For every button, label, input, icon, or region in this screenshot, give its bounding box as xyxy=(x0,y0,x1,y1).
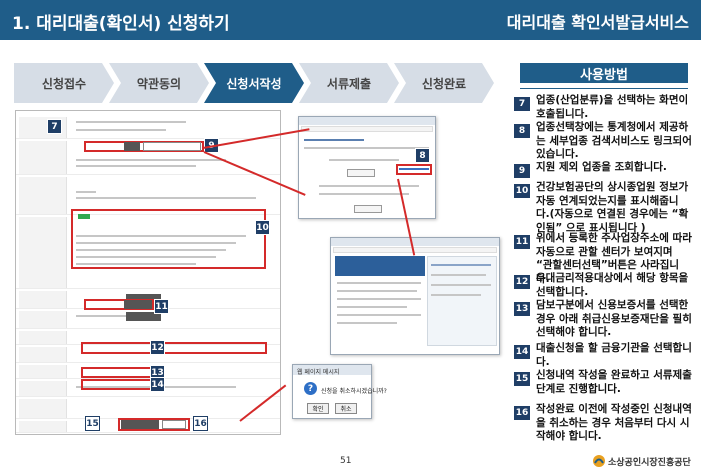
collateral-highlight xyxy=(81,367,161,378)
submit-buttons-highlight xyxy=(118,418,190,431)
usage-item-text: 우대금리적용대상에서 해당 항목을 선택합니다. xyxy=(536,272,689,298)
employee-info-highlight xyxy=(71,209,266,269)
usage-item-number: 16 xyxy=(514,406,530,420)
org-logo-icon xyxy=(593,455,605,467)
application-form-screenshot xyxy=(15,110,281,435)
marker-16: 16 xyxy=(193,416,208,431)
usage-item-number: 11 xyxy=(514,235,530,249)
usage-item-number: 7 xyxy=(514,97,530,111)
usage-item-text: 지원 제외 업종을 조회합니다. xyxy=(536,161,667,173)
stats-service-link[interactable] xyxy=(399,168,429,170)
usage-item-text: 업종선택창에는 통계청에서 제공하는 세부업종 검색서비스도 링크되어 있습니다… xyxy=(536,121,692,160)
usage-item-number: 14 xyxy=(514,345,530,359)
cancel-application-button[interactable] xyxy=(162,420,186,429)
industry-popup-close-button[interactable] xyxy=(354,205,382,213)
dialog-cancel-button[interactable]: 취소 xyxy=(335,403,357,414)
step-documents: 서류제출 xyxy=(299,63,399,103)
usage-item-number: 13 xyxy=(514,302,530,316)
usage-item-text: 업종(산업분류)을 선택하는 화면이 호출됩니다. xyxy=(536,94,689,120)
step-apply: 신청접수 xyxy=(14,63,114,103)
step-complete: 신청완료 xyxy=(394,63,494,103)
marker-10: 10 xyxy=(255,220,270,235)
marker-12: 12 xyxy=(150,340,165,355)
question-icon: ? xyxy=(304,382,317,395)
service-title: 대리대출 확인서발급서비스 xyxy=(506,13,689,32)
org-logo: 소상공인시장진흥공단 xyxy=(592,453,692,469)
bank-select-highlight xyxy=(81,379,161,390)
usage-item-number: 15 xyxy=(514,372,530,386)
marker-11: 11 xyxy=(154,299,169,314)
page-number: 51 xyxy=(340,456,352,466)
marker-7: 7 xyxy=(47,119,62,134)
marker-15: 15 xyxy=(85,416,100,431)
page-title: 1. 대리대출(확인서) 신청하기 xyxy=(12,14,230,34)
step-progress: 신청접수 약관동의 신청서작성 서류제출 신청완료 xyxy=(14,63,496,103)
org-name: 소상공인시장진흥공단 xyxy=(608,458,691,468)
industry-select-button[interactable] xyxy=(124,142,140,151)
usage-item-text: 신청내역 작성을 완료하고 서류제출단계로 진행합니다. xyxy=(536,369,692,395)
step-terms: 약관동의 xyxy=(109,63,209,103)
confirmed-badge xyxy=(78,214,90,219)
complete-button[interactable] xyxy=(121,420,159,429)
usage-panel-title: 사용방법 xyxy=(520,63,688,83)
dialog-message: 신청을 취소하시겠습니까? xyxy=(321,388,387,395)
zip-search-button[interactable] xyxy=(126,312,161,321)
center-select-button[interactable] xyxy=(124,300,152,309)
usage-item-text: 위에서 등록한 주사업장주소에 따라 자동으로 관할 센터가 보여지며 “관할센… xyxy=(536,232,692,285)
usage-item-text: 건강보험공단의 상시종업원 정보가 자동 연계되었는지를 표시해줍니다.(자동으… xyxy=(536,181,689,234)
usage-item-text: 담보구분에서 신용보증서를 선택한 경우 아래 취급신용보증재단을 필히 선택해… xyxy=(536,299,692,338)
marker-14: 14 xyxy=(150,377,165,392)
center-select-highlight xyxy=(84,299,154,310)
stats-link-highlight xyxy=(396,164,432,175)
usage-panel-divider xyxy=(520,88,688,89)
page-header: 1. 대리대출(확인서) 신청하기 대리대출 확인서발급서비스 xyxy=(0,0,701,40)
usage-item-number: 10 xyxy=(514,184,530,198)
step-form: 신청서작성 xyxy=(204,63,304,103)
usage-item-number: 9 xyxy=(514,164,530,178)
dialog-confirm-button[interactable]: 확인 xyxy=(307,403,329,414)
industry-popup-window xyxy=(298,116,436,219)
industry-search-button[interactable] xyxy=(347,169,375,177)
usage-item-text: 작성완료 이전에 작성중인 신청내역을 취소하는 경우 처음부터 다시 시작해야… xyxy=(536,403,692,442)
cancel-confirm-dialog: 웹 페이지 메시지 ? 신청을 취소하시겠습니까? 확인 취소 xyxy=(292,364,387,419)
excluded-industry-button[interactable] xyxy=(143,142,201,151)
stats-service-window xyxy=(330,237,500,355)
usage-item-text: 대출신청을 할 금융기관을 선택합니다. xyxy=(536,342,692,368)
preferential-rate-highlight xyxy=(81,342,267,354)
usage-item-number: 12 xyxy=(514,275,530,289)
usage-item-number: 8 xyxy=(514,124,530,138)
marker-8: 8 xyxy=(415,148,430,163)
dialog-title: 웹 페이지 메시지 xyxy=(297,369,340,376)
